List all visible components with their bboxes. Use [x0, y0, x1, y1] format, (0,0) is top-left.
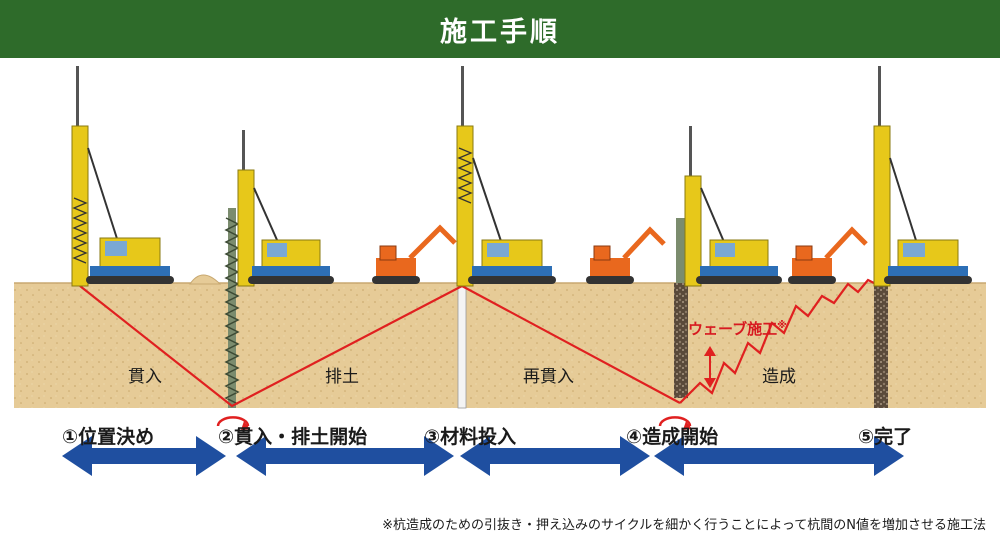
pile-driver-3	[456, 66, 556, 287]
phase-label-penetration: 貫入	[128, 367, 162, 387]
pile-trajectory-line	[79, 284, 681, 408]
footnote: ※杭造成のための引抜き・押え込みのサイクルを細かく行うことによって杭間のN値を増…	[382, 518, 986, 533]
page-title: 施工手順	[0, 0, 1000, 58]
phase-label-formation: 造成	[762, 367, 796, 387]
phase-label-soil-removal: 排土	[325, 367, 359, 387]
phase-arrow-repenetration	[460, 436, 650, 476]
stage-label-1: ①位置決め	[62, 426, 155, 448]
stage-label-5: ⑤完了	[858, 426, 913, 448]
wave-construction-label: ウェーブ施工※	[688, 320, 787, 338]
phase-label-repenetration: 再貫入	[523, 367, 574, 387]
rotation-icon-2	[658, 416, 692, 430]
soil-pile	[189, 274, 222, 285]
construction-diagram: 貫入 排土 再貫入 造成 ウェーブ施工※ ①位置決め ②貫入・排土開始 ③材料投…	[0, 58, 1000, 539]
excavator-2	[586, 226, 666, 284]
phase-arrow-formation	[654, 436, 904, 476]
gravel-pile-stage4	[674, 218, 688, 398]
pile-driver-5	[873, 66, 972, 287]
casing-pipe-stage3	[457, 282, 467, 409]
stage-label-4: ④造成開始	[626, 426, 719, 448]
gravel-pile-complete	[874, 286, 888, 408]
wave-trajectory-line	[679, 278, 881, 404]
rotation-icon-1	[216, 416, 250, 430]
excavator-3	[788, 226, 868, 284]
updown-arrow-icon	[704, 346, 716, 388]
pile-driver-4	[684, 126, 782, 287]
ground-soil	[14, 283, 986, 408]
pile-driver-2	[237, 130, 334, 287]
excavator-1	[372, 224, 457, 284]
stage-label-3: ③材料投入	[424, 426, 517, 448]
pile-driver-1	[71, 66, 174, 287]
phase-arrow-soil-removal	[236, 436, 454, 476]
phase-arrow-penetration	[62, 436, 226, 476]
stage-label-2: ②貫入・排土開始	[218, 426, 368, 448]
diagram-canvas	[14, 66, 986, 476]
auger-pile-stage2	[224, 208, 240, 408]
